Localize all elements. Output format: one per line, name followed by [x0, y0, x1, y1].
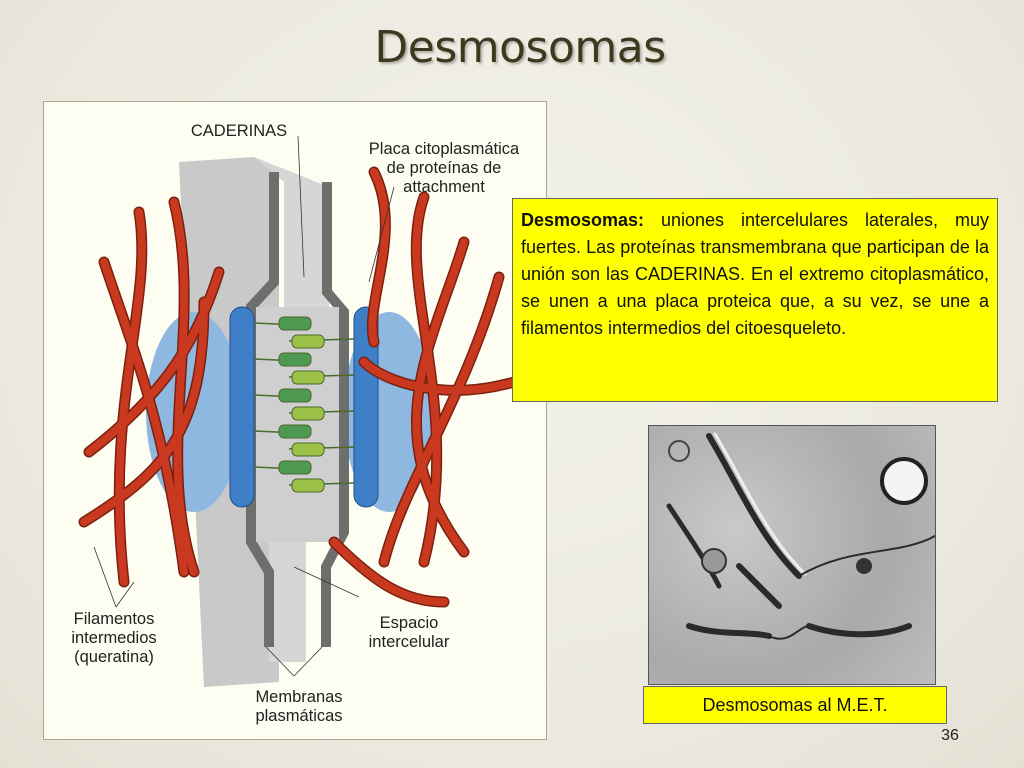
desmosome-diagram: CADERINAS Placa citoplasmática de proteí… [43, 101, 547, 740]
micrograph-caption: Desmosomas al M.E.T. [643, 686, 947, 724]
cadherin-head [278, 352, 312, 367]
info-term: Desmosomas: [521, 210, 645, 230]
label-filamentos-line: (queratina) [74, 648, 154, 666]
micrograph-image [648, 425, 936, 685]
label-espacio-line: intercelular [368, 633, 450, 651]
cadherin-head [291, 370, 325, 385]
plaque-left [229, 306, 255, 508]
label-placa-line: de proteínas de [386, 159, 502, 177]
info-box: Desmosomas: uniones intercelulares later… [512, 198, 998, 402]
label-caderinas: CADERINAS [190, 122, 288, 140]
cadherin-head [291, 334, 325, 349]
cadherin-head [278, 316, 312, 331]
intermediate-filaments [78, 166, 520, 608]
slide-title: Desmosomas [374, 22, 666, 73]
label-membranas: Membranas plasmáticas [239, 688, 359, 726]
leader-lines [93, 135, 395, 677]
info-text: uniones intercelulares laterales, muy fu… [521, 210, 989, 338]
label-espacio-line: Espacio [379, 614, 439, 632]
label-membranas-line: plasmáticas [255, 707, 343, 725]
cadherin-head [278, 388, 312, 403]
plaque-right [353, 306, 379, 508]
label-filamentos-line: intermedios [71, 629, 157, 647]
label-filamentos-line: Filamentos [73, 610, 155, 628]
cadherin-head [278, 424, 312, 439]
label-filamentos: Filamentos intermedios (queratina) [54, 610, 174, 667]
label-membranas-line: Membranas [255, 688, 343, 706]
label-espacio: Espacio intercelular [349, 614, 469, 652]
cadherin-head [291, 406, 325, 421]
cadherin-head [291, 442, 325, 457]
cadherins [253, 316, 355, 493]
label-placa: Placa citoplasmática de proteínas de att… [344, 140, 544, 197]
membrane-line [321, 182, 349, 647]
label-placa-line: attachment [403, 178, 485, 196]
page-number: 36 [941, 727, 959, 744]
micrograph-texture [666, 432, 935, 640]
cadherin-head [278, 460, 312, 475]
label-placa-line: Placa citoplasmática [368, 140, 520, 158]
desmosome-illustration [78, 135, 520, 687]
cadherin-head [291, 478, 325, 493]
